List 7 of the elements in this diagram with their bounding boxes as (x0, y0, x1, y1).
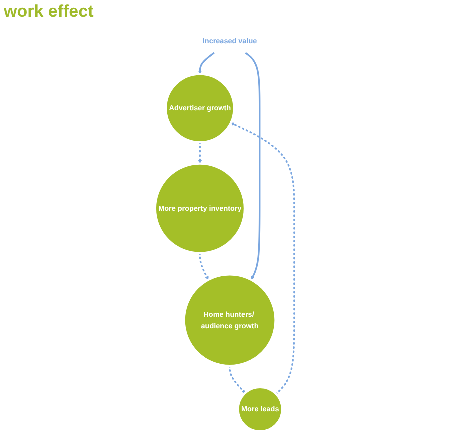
title: work effect (4, 2, 94, 22)
arrow (198, 142, 202, 164)
arrow (228, 365, 246, 394)
arrow (198, 252, 208, 280)
arrow (230, 122, 295, 396)
arrow (198, 52, 214, 74)
arrow (244, 52, 260, 280)
